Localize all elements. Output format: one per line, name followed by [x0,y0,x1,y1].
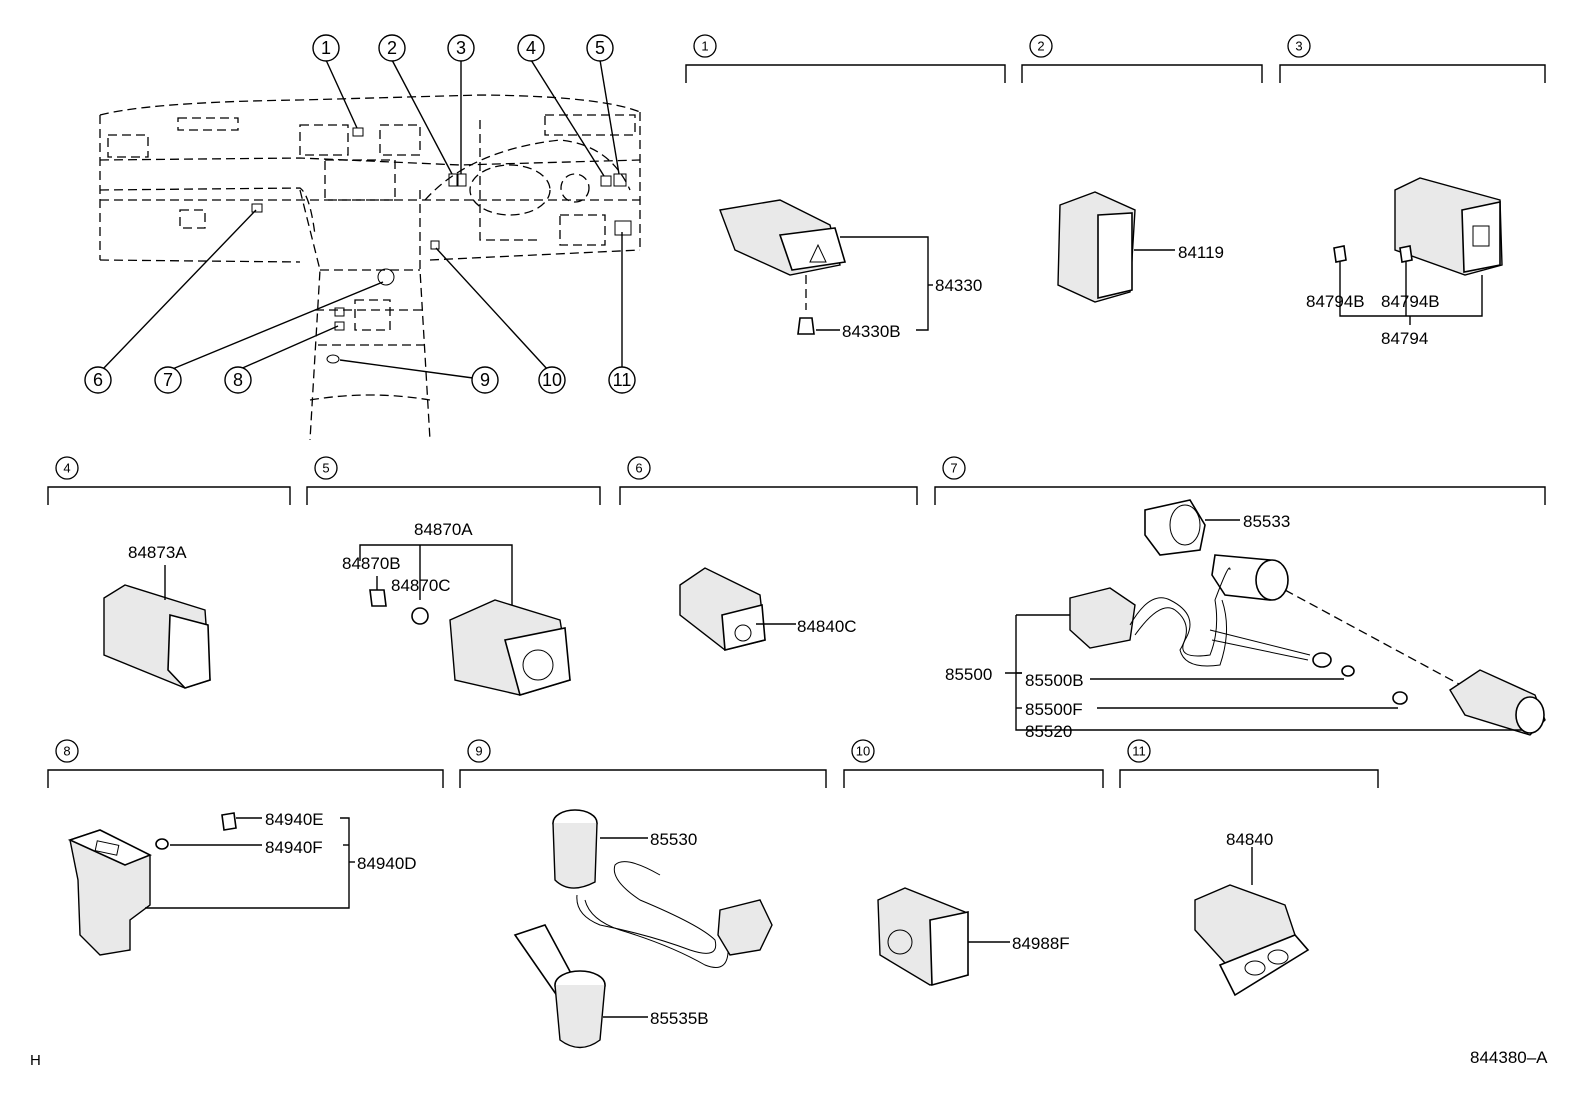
callout-3: 3 [447,34,475,62]
svg-text:7: 7 [163,370,173,390]
svg-text:4: 4 [526,38,536,58]
label-85530: 85530 [650,830,697,849]
callout-11: 11 [608,366,636,394]
svg-text:6: 6 [635,461,642,476]
svg-text:1: 1 [701,39,708,54]
part-socket-85535b [513,924,648,1049]
part-hazard-switch [719,199,933,335]
svg-text:1: 1 [321,38,331,58]
label-84119: 84119 [1178,243,1224,262]
section-header-8: 8 [47,739,444,788]
label-84840: 84840 [1226,830,1273,849]
svg-text:11: 11 [1132,744,1146,759]
label-84873a: 84873A [128,543,187,562]
label-84794b-right: 84794B [1381,292,1440,311]
section-header-10: 10 [843,739,1104,788]
section-header-7: 7 [934,456,1546,505]
part-switch-84870a [359,544,571,697]
label-84940f: 84940F [265,838,323,857]
label-84840c: 84840C [797,617,857,636]
part-switch-84119 [1057,191,1175,303]
callout-8: 8 [224,366,252,394]
part-switch-84794 [1333,177,1503,325]
section-header-4: 4 [47,456,291,505]
section-header-3: 3 [1279,34,1546,83]
callout-7: 7 [154,366,182,394]
part-switch-84988f [877,887,1010,987]
label-84794b-left: 84794B [1306,292,1365,311]
callout-6: 6 [84,366,112,394]
section-header-9: 9 [459,739,827,788]
part-socket-85530 [552,809,773,968]
label-84330: 84330 [935,276,982,295]
section-header-5: 5 [306,456,601,505]
label-85500b: 85500B [1025,671,1084,690]
part-switch-84873a [103,565,211,689]
footer-figure-number: 844380–A [1470,1048,1548,1067]
svg-text:11: 11 [613,370,632,390]
svg-text:5: 5 [595,38,605,58]
callout-2: 2 [378,34,406,62]
svg-text:8: 8 [233,370,243,390]
part-cigarette-lighter-assy [1005,499,1546,736]
part-switch-84940d [67,812,355,956]
label-85500f: 85500F [1025,700,1083,719]
section-header-1: 1 [685,34,1006,83]
svg-text:9: 9 [480,370,490,390]
label-84870b: 84870B [342,554,401,573]
label-84988f: 84988F [1012,934,1070,953]
footer-left-code: H [30,1052,41,1069]
svg-text:3: 3 [456,38,466,58]
section-header-2: 2 [1021,34,1263,83]
overview-callouts: 1 2 3 4 5 6 7 8 9 10 11 [84,34,636,394]
label-84330b: 84330B [842,322,901,341]
svg-text:8: 8 [63,744,70,759]
callout-4: 4 [517,34,545,62]
svg-text:7: 7 [950,461,957,476]
section-header-6: 6 [619,456,918,505]
part-switch-84840c [679,567,796,652]
callout-9: 9 [471,366,499,394]
label-84870a: 84870A [414,520,473,539]
svg-text:5: 5 [322,461,329,476]
label-84940d: 84940D [357,854,417,873]
callout-5: 5 [586,34,614,62]
label-85500: 85500 [945,665,992,684]
dashboard-overview [99,59,641,441]
label-84870c: 84870C [391,576,451,595]
svg-text:9: 9 [475,744,482,759]
part-labels: 84330 84330B 84119 84794B 84794B 84794 8… [128,243,1440,1028]
svg-text:10: 10 [856,744,870,759]
part-switch-84840 [1194,847,1310,997]
svg-text:6: 6 [93,370,103,390]
callout-1: 1 [312,34,340,62]
label-85520: 85520 [1025,722,1072,741]
section-headers: 1 2 3 4 5 6 7 8 9 10 11 [47,34,1546,788]
section-header-11: 11 [1119,739,1379,788]
label-85533: 85533 [1243,512,1290,531]
label-84794: 84794 [1381,329,1428,348]
svg-text:2: 2 [387,38,397,58]
svg-text:2: 2 [1037,39,1044,54]
label-84940e: 84940E [265,810,324,829]
svg-text:4: 4 [63,461,70,476]
svg-text:10: 10 [542,370,562,390]
callout-10: 10 [538,366,566,394]
label-85535b: 85535B [650,1009,709,1028]
svg-text:3: 3 [1295,39,1302,54]
